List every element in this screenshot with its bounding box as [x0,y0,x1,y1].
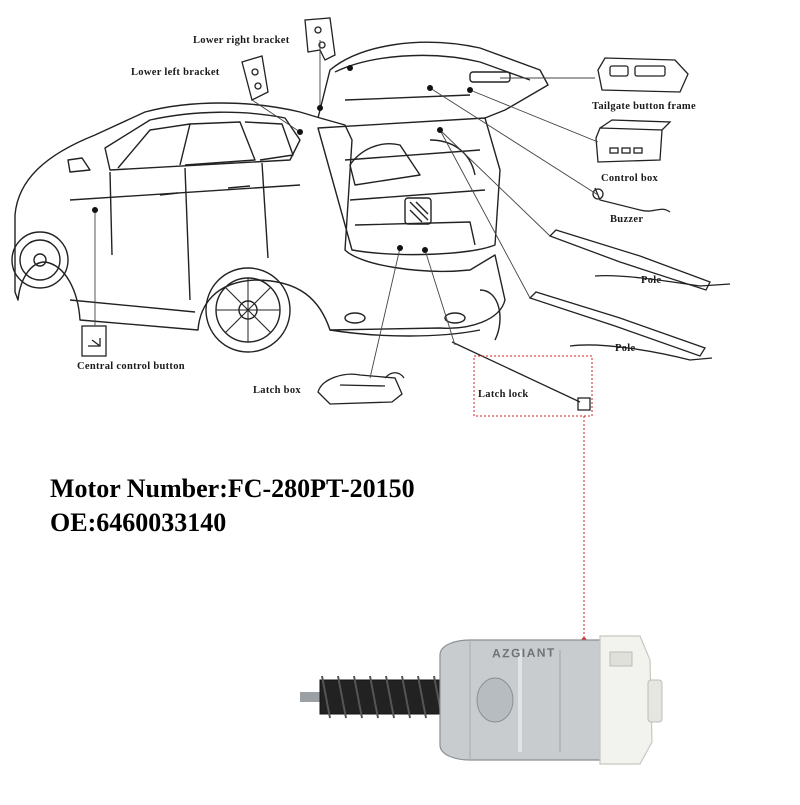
leader-lines [94,40,599,379]
label-buzzer: Buzzer [610,214,644,225]
label-control-box: Control box [601,173,659,184]
worm-gear-icon [319,675,449,719]
lower-right-bracket-icon [304,17,336,61]
pole-lower-icon [528,291,706,357]
tailgate-button-frame-icon [597,57,689,93]
label-tailgate-button-frame: Tailgate button frame [592,101,696,112]
label-central-control-button: Central control button [77,361,185,372]
label-pole-2: Pole [615,343,636,354]
motor-brand-label: AZGIANT [491,645,556,661]
label-lower-left-bracket: Lower left bracket [131,67,220,78]
label-lower-right-bracket: Lower right bracket [193,35,290,46]
latch-lock-callout [473,355,593,640]
car-drawing [11,41,549,353]
control-box-icon [595,127,663,163]
lower-left-bracket-icon [241,55,269,101]
label-latch-lock: Latch lock [478,389,529,400]
latch-lock-icon [451,341,581,403]
motor-product [300,635,663,765]
component-icons [81,17,731,411]
connection-dots [92,65,473,253]
oe-number: OE:6460033140 [50,508,227,537]
label-pole-1: Pole [641,275,662,286]
central-control-button-icon [81,325,107,357]
label-latch-box: Latch box [253,385,301,396]
buzzer-icon [594,187,671,213]
motor-number: Motor Number:FC-280PT-20150 [50,474,415,503]
pole-upper-icon [548,229,711,291]
latch-box-icon [317,373,403,405]
